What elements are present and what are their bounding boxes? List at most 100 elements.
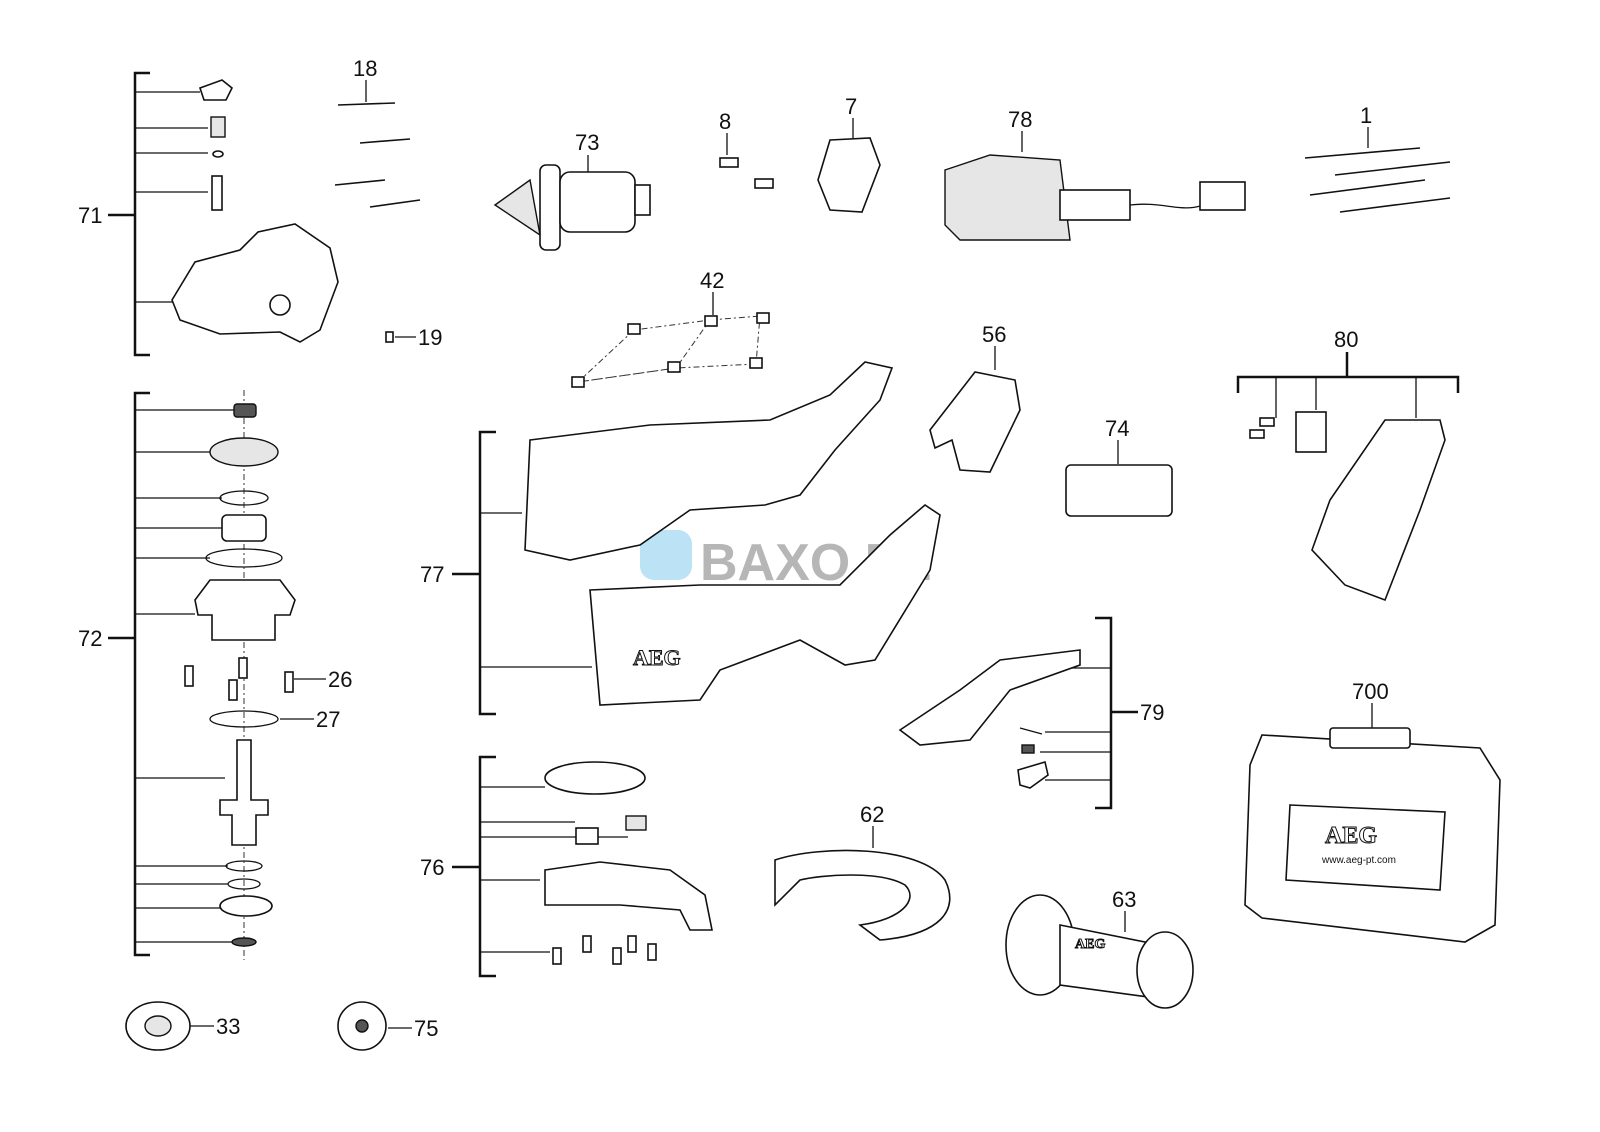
callout-label: 80 [1334,327,1358,352]
callout-label: 1 [1360,103,1372,128]
part-outline [552,947,562,965]
part-outline [194,579,296,641]
part-63-side-handle[interactable]: 63 AEG [1005,887,1194,1009]
callout-label: AEG [1075,937,1105,952]
part-outline [231,937,257,947]
part-outline [559,171,636,233]
callout-label: 63 [1112,887,1136,912]
part-700-carry-case[interactable]: 700 AEG www.aeg-pt.com [1244,679,1501,943]
part-outline [133,71,150,357]
part-62-guard[interactable]: 62 [774,802,951,941]
part-outline [612,947,622,965]
part-outline [749,357,763,369]
part-outline [589,503,941,706]
gear-housing [171,223,339,343]
part-33-flange[interactable]: 33 [125,1001,240,1051]
part-outline [627,323,641,335]
part-outline [225,860,263,872]
part-outline [219,895,273,917]
part-outline [212,150,224,158]
part-outline [205,548,283,568]
part-outline [1236,375,1460,393]
part-outline [1059,189,1131,221]
part-outline [385,331,394,343]
part-7-bearing-plate[interactable]: 7 [817,94,881,213]
part-71-gear-housing-group[interactable]: 71 [78,71,339,357]
part-76-guard-group[interactable]: 76 [420,755,713,978]
part-outline [238,657,248,679]
part-outline [944,154,1071,241]
part-outline [544,861,713,931]
part-outline [929,371,1021,473]
part-outline [337,102,396,106]
part-outline [1017,760,1049,789]
part-19[interactable]: 19 [385,325,442,350]
part-outline [756,312,770,324]
part-outline [774,849,951,941]
part-outline [1339,197,1451,213]
part-outline [575,827,599,845]
part-78-motor-assembly[interactable]: 78 [944,107,1246,241]
callout-label: www.aeg-pt.com [1321,855,1396,866]
part-outline [184,665,194,687]
part-outline [334,179,386,186]
part-72-spindle-gear-group[interactable]: 72 26 27 [78,390,352,960]
part-outline [209,437,279,467]
spindle-lock-pin [211,175,223,211]
part-outline [133,391,150,957]
callout-label: 33 [216,1014,240,1039]
part-outline [719,157,739,168]
part-42-screws[interactable]: 42 [571,268,770,388]
part-outline [1334,161,1451,176]
part-8-screws[interactable]: 8 [719,109,774,189]
callout-label: 79 [1140,700,1164,725]
part-outline [1199,181,1246,211]
callout-label: 18 [353,56,377,81]
callout-label: 62 [860,802,884,827]
part-75-nut[interactable]: 75 [337,1001,438,1051]
part-outline [144,1015,172,1037]
part-outline [221,514,267,542]
part-outline [898,649,1081,746]
part-outline [1295,411,1327,453]
part-outline [627,935,637,953]
part-outline [219,490,269,506]
callout-label: 73 [575,130,599,155]
part-outline [1259,417,1275,427]
part-outline [524,361,894,561]
part-outline [284,671,294,693]
part-80-battery-interface[interactable]: 80 [1236,327,1460,602]
part-outline [704,315,718,327]
part-outline [625,815,647,831]
part-outline [359,138,411,144]
lock-button [198,79,234,101]
part-outline [817,137,881,213]
part-outline [233,403,257,418]
callout-label: 78 [1008,107,1032,132]
callout-label: 75 [414,1016,438,1041]
part-18-screws[interactable]: 18 [334,56,421,208]
part-outline [544,761,646,795]
part-outline [228,679,238,701]
part-outline [1019,727,1043,735]
part-1-long-screws[interactable]: 1 [1304,103,1451,213]
callout-label: 42 [700,268,724,293]
part-outline [1285,804,1446,891]
callout-label: AEG [633,645,681,670]
part-outline [634,184,651,216]
part-77-motor-housing[interactable]: 77 AEG [420,361,941,716]
pinion [493,178,541,237]
part-73-armature[interactable]: 73 [493,130,651,251]
part-outline [478,430,496,716]
callout-label: 77 [420,562,444,587]
part-outline [1311,419,1446,602]
part-outline [219,739,269,846]
callout-label: 700 [1352,679,1389,704]
part-74-label-plate[interactable]: 74 [1065,416,1173,517]
part-outline [1329,727,1411,749]
part-79-switch-group[interactable]: 79 [898,616,1164,810]
part-outline [582,935,592,953]
part-outline [539,164,561,251]
part-56-cover[interactable]: 56 [929,322,1021,473]
